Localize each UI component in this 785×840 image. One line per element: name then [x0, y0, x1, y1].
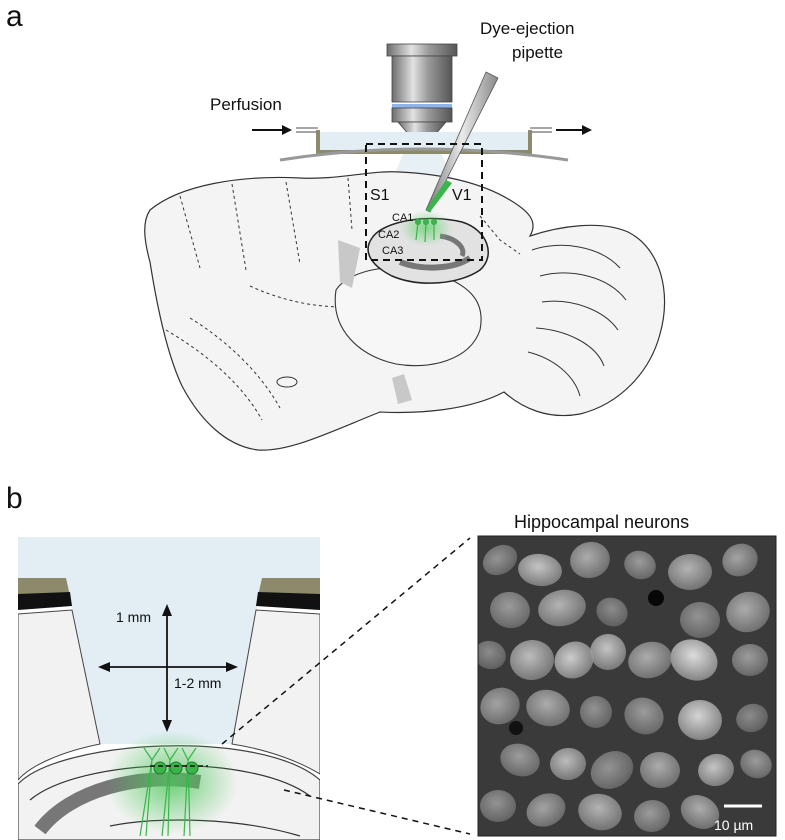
- neuron-soma: [578, 793, 622, 831]
- neuron-soma: [590, 634, 626, 670]
- neuron-soma: [580, 696, 612, 728]
- neuron-soma: [570, 541, 610, 579]
- depth-arrow: [162, 604, 172, 732]
- brain-section: [144, 171, 666, 451]
- width-arrow: [98, 662, 238, 672]
- neuron-soma: [480, 790, 516, 822]
- neuron-soma: [624, 697, 664, 735]
- neuron-soma: [554, 641, 594, 679]
- dye-ejection-pipette: [425, 71, 499, 213]
- objective-lens: [386, 43, 458, 142]
- region-ca1-label: CA1: [392, 212, 413, 224]
- region-v1-label: V1: [452, 187, 472, 204]
- scale-bar-label: 10 µm: [714, 817, 753, 833]
- neuron-soma: [538, 589, 586, 627]
- neuron-soma: [726, 591, 770, 633]
- neuron-soma: [740, 749, 772, 779]
- panel-b: b: [6, 482, 777, 840]
- neuron-soma: [480, 687, 520, 725]
- neuron-soma: [732, 643, 768, 677]
- neuron-soma: [640, 751, 680, 789]
- neuron-soma: [490, 591, 530, 629]
- two-photon-image: [478, 536, 776, 836]
- inset-box: [365, 143, 483, 261]
- neuron-soma: [624, 550, 656, 580]
- neuron-soma: [680, 795, 720, 829]
- zoom-connector-top: [221, 537, 471, 745]
- region-ca3-label: CA3: [382, 245, 403, 257]
- perfusion-label: Perfusion: [210, 95, 282, 114]
- zoom-connector-bottom: [283, 789, 471, 835]
- neuron-soma: [736, 703, 768, 733]
- region-s1-label: S1: [370, 187, 390, 204]
- panel-a: a Perfusion: [6, 0, 666, 451]
- schematic-zoom: [18, 537, 320, 840]
- neuron-soma: [550, 747, 586, 781]
- neuron-soma: [678, 699, 722, 741]
- panel-b-letter: b: [6, 482, 23, 515]
- neuron-soma: [596, 597, 628, 627]
- pipette-label-line1: Dye-ejection: [480, 19, 575, 38]
- pipette-label-line2: pipette: [512, 43, 563, 62]
- neuron-soma: [670, 639, 718, 681]
- image-title: Hippocampal neurons: [514, 512, 689, 532]
- neuron-soma: [634, 799, 670, 833]
- neuron-soma: [590, 751, 634, 789]
- neuron-soma: [478, 640, 506, 670]
- neuron-soma: [668, 553, 712, 591]
- depth-label: 1 mm: [116, 609, 151, 625]
- perfusion-out-arrow: [556, 125, 592, 135]
- neuron-soma: [482, 544, 518, 576]
- neuron-soma: [526, 689, 570, 727]
- neuron-soma: [698, 753, 734, 787]
- region-ca2-label: CA2: [378, 229, 399, 241]
- neuron-soma: [526, 793, 566, 827]
- neuron-soma: [628, 641, 672, 679]
- neuron-soma: [518, 553, 562, 587]
- neuron-soma: [500, 743, 540, 777]
- neuron-soma: [722, 543, 758, 577]
- neuron-soma: [680, 601, 720, 639]
- perfusion-in-arrow: [252, 125, 292, 135]
- width-label: 1-2 mm: [174, 675, 221, 691]
- panel-a-letter: a: [6, 0, 23, 33]
- neuron-soma: [510, 639, 554, 681]
